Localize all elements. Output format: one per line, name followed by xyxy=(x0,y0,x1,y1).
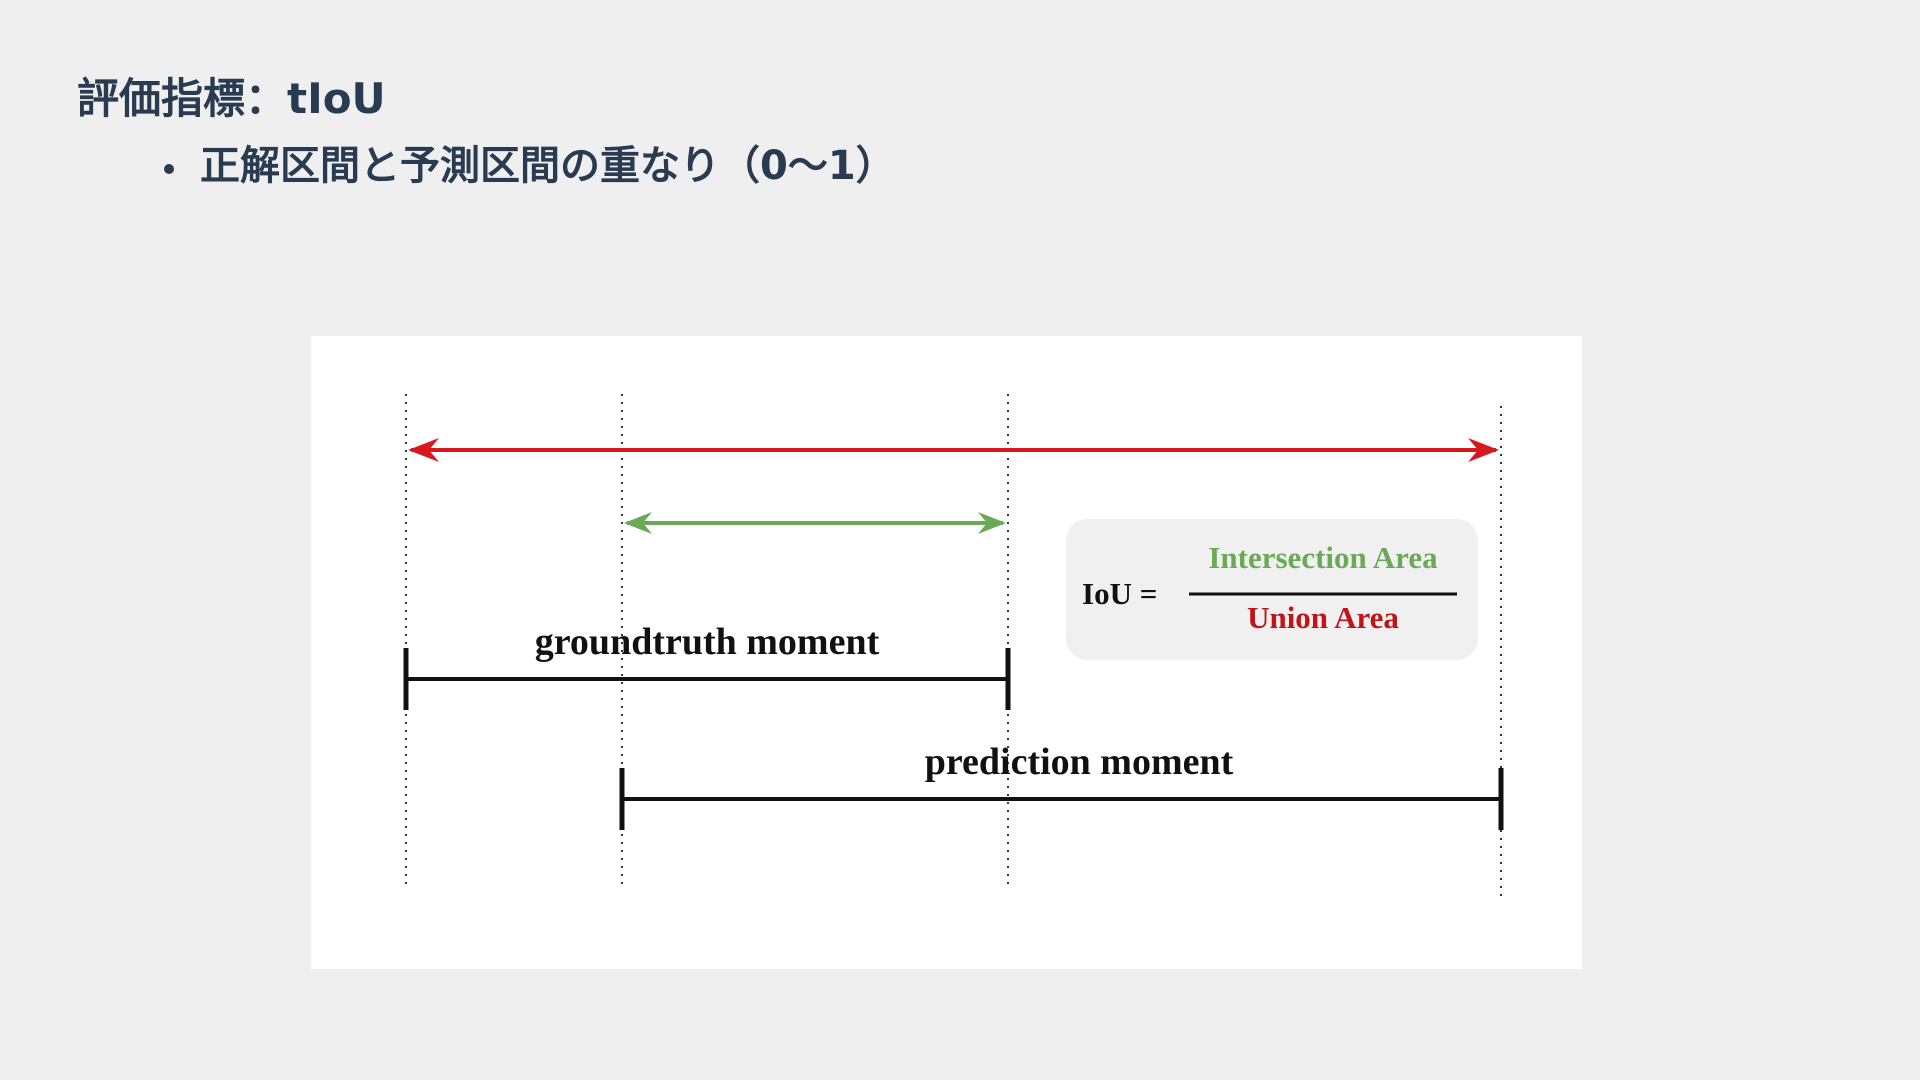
iou-diagram-svg: IoU = Intersection Area Union Area groun… xyxy=(403,394,1504,901)
bullet-item: 正解区間と予測区間の重なり（0〜1） xyxy=(160,146,896,186)
bullet-text: 正解区間と予測区間の重なり（0〜1） xyxy=(200,143,896,189)
formula-box xyxy=(1066,519,1478,660)
formula-numerator: Intersection Area xyxy=(1208,540,1438,575)
intersection-arrow-left-head-icon xyxy=(624,512,652,534)
iou-figure: IoU = Intersection Area Union Area groun… xyxy=(311,336,1582,969)
groundtruth-label: groundtruth moment xyxy=(535,621,880,663)
prediction-label: prediction moment xyxy=(925,741,1234,783)
union-arrow-left-head-icon xyxy=(408,438,439,462)
intersection-arrow-right-head-icon xyxy=(978,512,1006,534)
union-arrow-right-head-icon xyxy=(1468,438,1499,462)
bullet-dot-icon xyxy=(164,164,174,174)
formula-lhs: IoU = xyxy=(1082,576,1157,611)
bullet-list: 正解区間と予測区間の重なり（0〜1） xyxy=(160,146,896,186)
formula-denominator: Union Area xyxy=(1247,600,1399,635)
slide-title: 評価指標：tIoU xyxy=(77,74,386,123)
